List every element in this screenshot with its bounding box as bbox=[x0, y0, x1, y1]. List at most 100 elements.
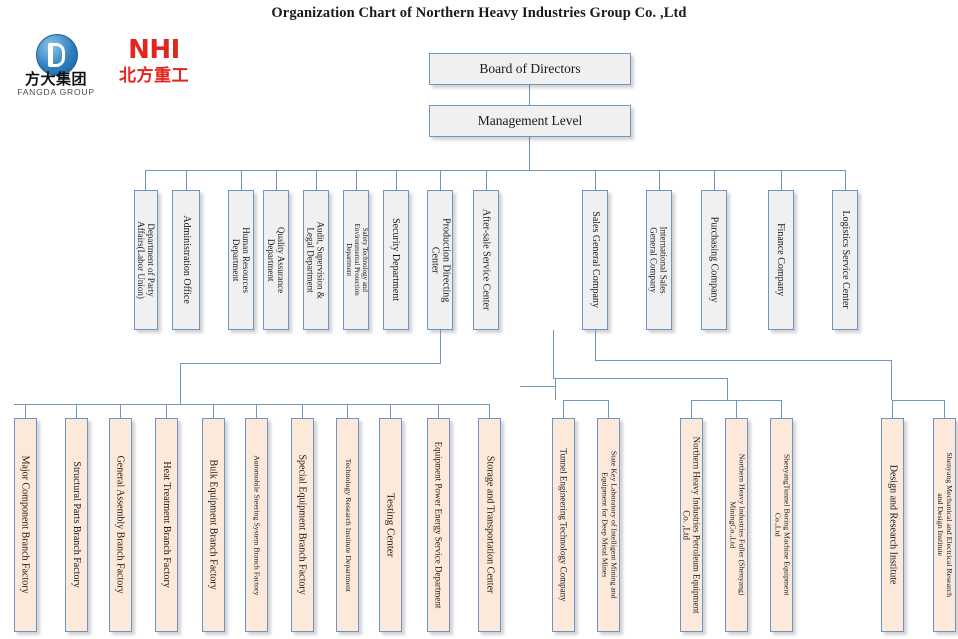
node-state-key-laboratory[interactable]: State Key Laboratory of Intelligent Mini… bbox=[597, 418, 620, 632]
connector-sales-left-run bbox=[553, 378, 727, 379]
connector-group-b-drop bbox=[727, 378, 728, 400]
node-label: Human Resources Department bbox=[231, 227, 252, 293]
node-management-level[interactable]: Management Level bbox=[429, 105, 631, 137]
node-design-and-research-institute[interactable]: Design and Research Institute bbox=[881, 418, 904, 632]
connector-sales-left-jog bbox=[553, 330, 554, 378]
node-label: Purchasing Company bbox=[708, 217, 720, 303]
node-finance-company[interactable]: Finance Company bbox=[768, 190, 794, 330]
node-label: Special Equipment Branch Factory bbox=[297, 454, 309, 596]
node-label: Northern Heavy Industries Petroleum Equi… bbox=[681, 436, 702, 614]
node-human-resources-department[interactable]: Human Resources Department bbox=[228, 190, 254, 330]
node-audit-supervision-legal-department[interactable]: Audit, Supervision & Legal Department bbox=[303, 190, 329, 330]
node-label: International Sales General Company bbox=[649, 226, 670, 294]
connector-drop-u7 bbox=[302, 404, 303, 419]
fangda-chinese-name: 方大集团 bbox=[24, 70, 87, 88]
node-nhi-fuller-shenyang-mining[interactable]: Northern Heavy Industries Fuller (Shenya… bbox=[725, 418, 748, 632]
node-shenyang-mechanical-electrical-research-design-institute[interactable]: Shenyang Mechanical and Electrical Resea… bbox=[933, 418, 956, 632]
node-technology-research-institute-department[interactable]: Technology Research Institute Department bbox=[336, 418, 359, 632]
node-storage-and-transportation-center[interactable]: Storage and Transportation Center bbox=[478, 418, 501, 632]
node-label: Sales General Company bbox=[589, 211, 601, 309]
connector-drop-u2 bbox=[76, 404, 77, 419]
connector-drop-d6 bbox=[356, 170, 357, 190]
connector-drop-d13 bbox=[781, 170, 782, 190]
connector-group-c-bus bbox=[892, 400, 944, 401]
connector-drop-d3 bbox=[241, 170, 242, 190]
connector-drop-d9 bbox=[486, 170, 487, 190]
node-logistics-service-center[interactable]: Logistics Service Center bbox=[832, 190, 858, 330]
connector-drop-d12 bbox=[714, 170, 715, 190]
node-label: After-sale Service Center bbox=[480, 209, 492, 311]
node-nhi-petroleum-equipment[interactable]: Northern Heavy Industries Petroleum Equi… bbox=[680, 418, 703, 632]
connector-drop-u15 bbox=[736, 400, 737, 418]
connector-drop-u8 bbox=[347, 404, 348, 419]
connector-drop-d14 bbox=[845, 170, 846, 190]
node-label: Management Level bbox=[477, 113, 583, 128]
node-label: Shenyang Mechanical and Electrical Resea… bbox=[936, 452, 955, 598]
node-major-component-branch-factory[interactable]: Major Component Branch Factory bbox=[14, 418, 37, 632]
node-automobile-steering-system-branch-factory[interactable]: Automobile Steering System Branch Factor… bbox=[245, 418, 268, 632]
node-heat-treatment-branch-factory[interactable]: Heat Treatment Branch Factory bbox=[155, 418, 178, 632]
node-label: Technology Research Institute Department bbox=[343, 458, 353, 592]
node-safety-technology-environmental-protection-department[interactable]: Safety Technology and Environmental Prot… bbox=[343, 190, 369, 330]
node-structural-parts-branch-factory[interactable]: Structural Parts Branch Factory bbox=[65, 418, 88, 632]
fangda-english-name: FANGDA GROUP bbox=[17, 87, 95, 97]
connector-group-a-jog bbox=[520, 386, 555, 387]
node-label: Storage and Transportation Center bbox=[484, 456, 496, 594]
node-label: Department of Party Affairs(Labor Union) bbox=[136, 221, 157, 299]
node-label: Structural Parts Branch Factory bbox=[71, 461, 83, 589]
node-label: Safety Technology and Environmental Prot… bbox=[345, 223, 369, 297]
connector-drop-d5 bbox=[316, 170, 317, 190]
node-label: Heat Treatment Branch Factory bbox=[161, 461, 173, 589]
node-board-of-directors[interactable]: Board of Directors bbox=[429, 53, 631, 85]
connector-sales-bus bbox=[595, 360, 891, 361]
page-title: Organization Chart of Northern Heavy Ind… bbox=[271, 5, 687, 21]
node-general-assembly-branch-factory[interactable]: General Assembly Branch Factory bbox=[109, 418, 132, 632]
connector-drop-u4 bbox=[166, 404, 167, 419]
connector-dept-bus-right bbox=[529, 170, 846, 171]
connector-drop-u13 bbox=[608, 400, 609, 418]
connector-board-to-management bbox=[529, 85, 530, 107]
connector-drop-u14 bbox=[691, 400, 692, 418]
node-testing-center[interactable]: Testing Center bbox=[379, 418, 402, 632]
connector-drop-u11 bbox=[489, 404, 490, 419]
node-label: Design and Research Institute bbox=[887, 465, 899, 585]
node-bulk-equipment-branch-factory[interactable]: Bulk Equipment Branch Factory bbox=[202, 418, 225, 632]
connector-production-to-bus bbox=[180, 363, 181, 404]
fangda-emblem-icon bbox=[36, 34, 78, 76]
node-security-department[interactable]: Security Department bbox=[383, 190, 409, 330]
nhi-english-name: NHI bbox=[128, 35, 180, 65]
connector-unit-bus-left bbox=[14, 404, 489, 405]
node-purchasing-company[interactable]: Purchasing Company bbox=[701, 190, 727, 330]
node-label: Bulk Equipment Branch Factory bbox=[208, 459, 220, 591]
connector-dept-bus-left bbox=[145, 170, 530, 171]
node-sales-general-company[interactable]: Sales General Company bbox=[582, 190, 608, 330]
node-label: Automobile Steering System Branch Factor… bbox=[252, 454, 262, 596]
node-shenyang-tunnel-boring-machine-equipment[interactable]: ShenyangTunnel Boring Machine Equipment … bbox=[770, 418, 793, 632]
connector-drop-d1 bbox=[145, 170, 146, 190]
node-tunnel-engineering-technology-company[interactable]: Tunnel Engineering Technology Company bbox=[552, 418, 575, 632]
node-label: Production Directing Center bbox=[429, 217, 452, 303]
node-after-sale-service-center[interactable]: After-sale Service Center bbox=[473, 190, 499, 330]
connector-sales-drop bbox=[595, 330, 596, 360]
connector-drop-u1 bbox=[25, 404, 26, 419]
node-international-sales-general-company[interactable]: International Sales General Company bbox=[646, 190, 672, 330]
node-quality-assurance-department[interactable]: Quality Assurance Department bbox=[263, 190, 289, 330]
nhi-logo: NHI 北方重工 bbox=[106, 36, 202, 94]
connector-group-a-bus bbox=[563, 400, 608, 401]
node-production-directing-center[interactable]: Production Directing Center bbox=[427, 190, 453, 330]
node-label: Tunnel Engineering Technology Company bbox=[558, 448, 569, 602]
node-label: Finance Company bbox=[775, 223, 787, 297]
connector-group-c-drop bbox=[891, 360, 892, 400]
connector-drop-d8 bbox=[440, 170, 441, 190]
connector-drop-u10 bbox=[438, 404, 439, 419]
node-department-of-party-affairs[interactable]: Department of Party Affairs(Labor Union) bbox=[134, 190, 158, 330]
connector-drop-d2 bbox=[186, 170, 187, 190]
node-special-equipment-branch-factory[interactable]: Special Equipment Branch Factory bbox=[291, 418, 314, 632]
node-label: Board of Directors bbox=[479, 61, 581, 76]
connector-management-drop bbox=[529, 137, 530, 170]
connector-drop-u16 bbox=[781, 400, 782, 418]
node-administration-office[interactable]: Administration Office bbox=[172, 190, 200, 330]
node-label: Major Component Branch Factory bbox=[20, 455, 32, 595]
node-equipment-power-energy-service-department[interactable]: Equipment Power Energy Service Departmen… bbox=[427, 418, 450, 632]
